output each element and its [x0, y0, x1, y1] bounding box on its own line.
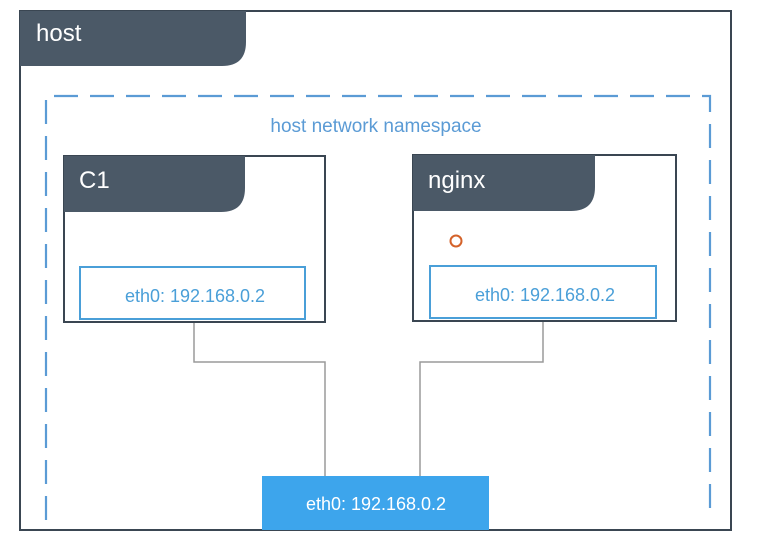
container-c1-tab: [64, 156, 245, 212]
container-nginx[interactable]: nginx eth0: 192.168.0.2: [412, 154, 677, 322]
container-c1[interactable]: C1 eth0: 192.168.0.2: [63, 155, 326, 323]
container-nginx-tab: [413, 155, 595, 211]
namespace-boundary: [44, 94, 712, 520]
host-label: host: [36, 20, 82, 47]
nginx-eth0-label: eth0: 192.168.0.2: [475, 285, 615, 305]
link-nginx-host: [419, 322, 544, 476]
host-eth0-label: eth0: 192.168.0.2: [306, 494, 446, 514]
c1-eth0-label: eth0: 192.168.0.2: [125, 286, 265, 306]
nginx-eth0-interface[interactable]: [429, 265, 657, 319]
port-circle-icon: [449, 234, 463, 248]
container-c1-name: C1: [79, 167, 110, 194]
link-c1-host: [193, 322, 326, 476]
host-tab: [20, 11, 246, 66]
container-nginx-name: nginx: [428, 167, 485, 194]
namespace-label: host network namespace: [270, 116, 481, 137]
host-eth0-interface: [262, 476, 489, 530]
host-eth0[interactable]: eth0: 192.168.0.2: [262, 476, 489, 530]
c1-eth0-interface[interactable]: [79, 266, 306, 320]
